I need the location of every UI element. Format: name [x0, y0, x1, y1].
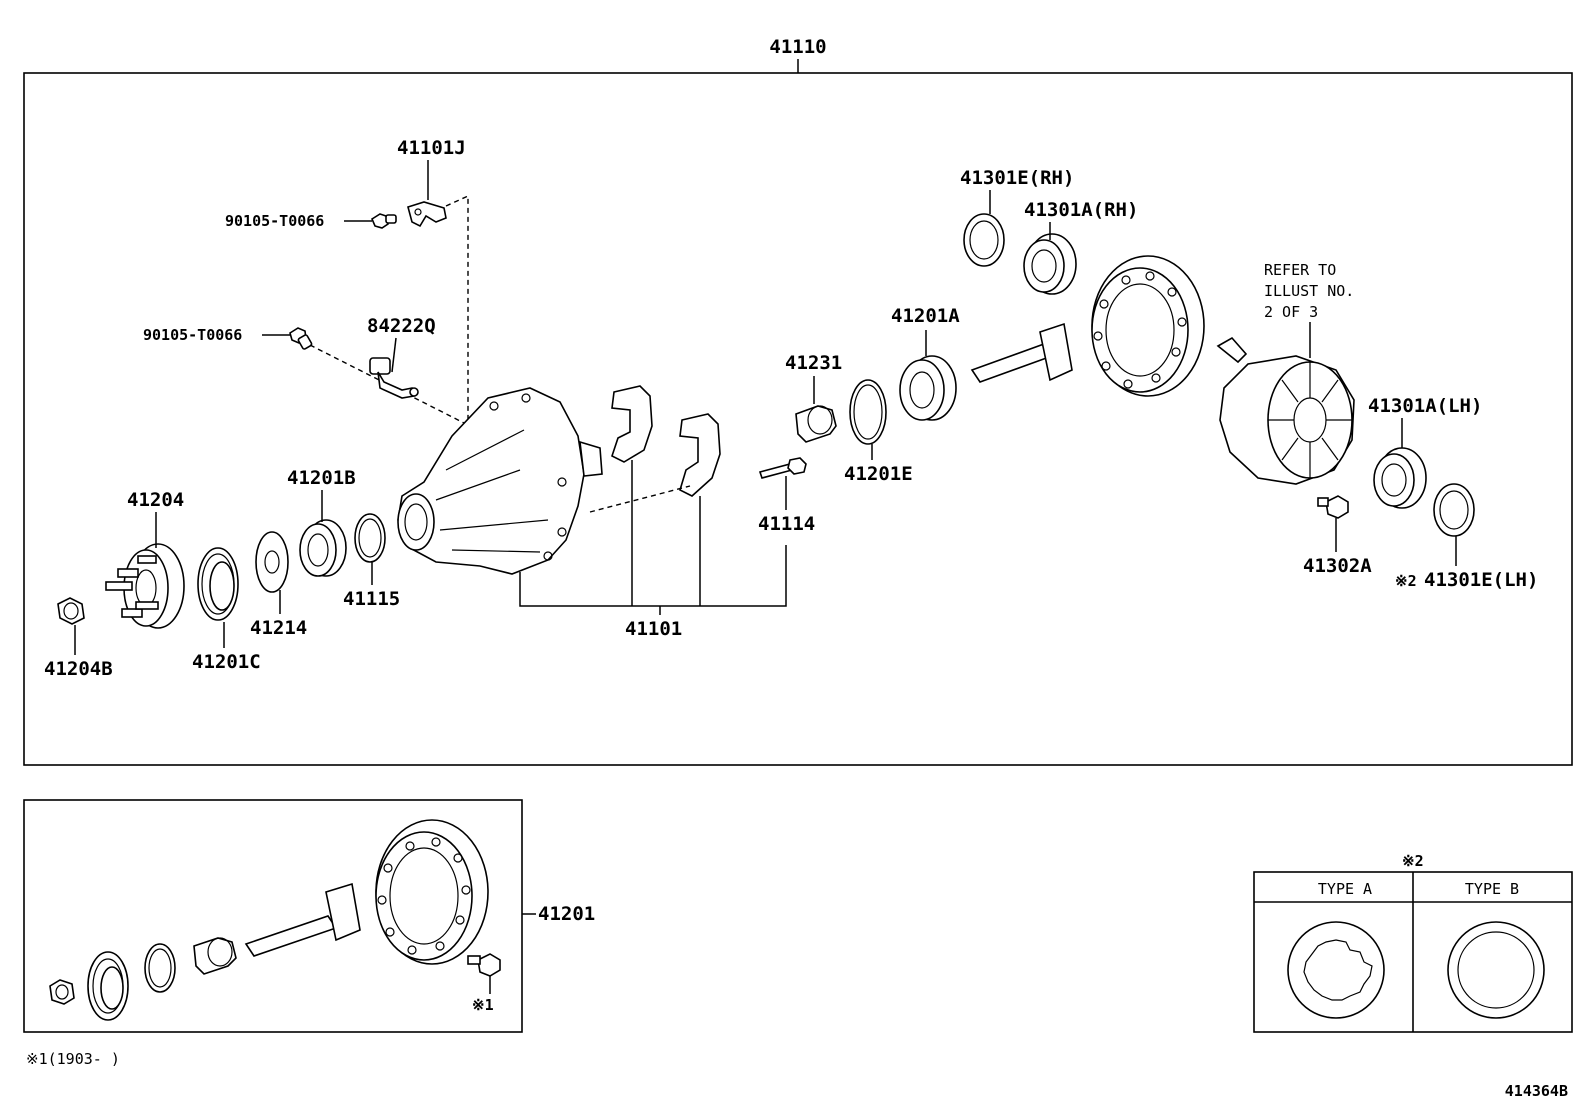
label-refer-line2: ILLUST NO. [1264, 282, 1354, 300]
label-sensor[interactable]: 84222Q [367, 315, 436, 337]
figure-id: 414364B [1505, 1082, 1568, 1099]
label-nut[interactable]: 41204B [44, 658, 113, 680]
bearing-icon[interactable] [899, 355, 957, 421]
label-bolt-lower[interactable]: 90105-T0066 [143, 326, 242, 344]
shim-ring-icon[interactable] [354, 513, 386, 563]
label-adjuster-lh[interactable]: 41301E(LH) [1424, 569, 1538, 591]
label-side-bearing-rh[interactable]: 41301A(RH) [1024, 199, 1138, 221]
differential-case-icon[interactable] [1216, 336, 1355, 485]
shim-ring-icon[interactable] [849, 379, 887, 445]
bolt-icon[interactable] [758, 457, 807, 479]
bearing-cap-icon[interactable] [679, 413, 721, 497]
label-bearing-b[interactable]: 41201B [287, 467, 356, 489]
label-pinion-bearing-rh-outer[interactable]: 41301E(RH) [960, 167, 1074, 189]
adjusting-nut-icon[interactable] [1433, 483, 1475, 537]
bolt-icon[interactable] [289, 327, 313, 350]
label-side-bearing-lh[interactable]: 41301A(LH) [1368, 395, 1482, 417]
label-note1-mark: ※1 [472, 996, 494, 1014]
label-washer-e[interactable]: 41201E [844, 463, 913, 485]
label-note2-table: ※2 [1402, 852, 1424, 870]
spacer-icon[interactable] [193, 937, 237, 975]
spacer-icon[interactable] [795, 405, 837, 443]
sensor-bracket-icon[interactable] [407, 201, 447, 228]
oil-seal-icon[interactable] [87, 951, 129, 1021]
shim-ring-icon[interactable] [144, 943, 176, 993]
ring-gear-pinion-icon[interactable] [970, 255, 1205, 397]
bolt-icon[interactable] [467, 953, 501, 977]
label-ring-bolt[interactable]: 41302A [1303, 555, 1372, 577]
adjusting-nut-icon[interactable] [963, 213, 1005, 267]
footnote: ※1(1903- ) [26, 1050, 120, 1068]
label-assembly[interactable]: 41110 [769, 36, 826, 58]
ring-gear-pinion-icon[interactable] [244, 819, 489, 965]
label-carrier[interactable]: 41101 [625, 618, 682, 640]
bolt-icon[interactable] [370, 213, 397, 229]
label-sensor-bracket[interactable]: 41101J [397, 137, 466, 159]
type-table [1253, 871, 1573, 1033]
label-spacer[interactable]: 41231 [785, 352, 842, 374]
label-washer[interactable]: 41214 [250, 617, 307, 639]
bearing-icon[interactable] [1023, 233, 1077, 295]
label-cap-bolt[interactable]: 41114 [758, 513, 815, 535]
bearing-cap-icon[interactable] [611, 385, 653, 463]
speed-sensor-icon[interactable] [369, 357, 419, 399]
adjusting-nut-icon[interactable] [1287, 921, 1385, 1019]
label-note2-inline: ※2 [1395, 572, 1417, 590]
label-refer-line1: REFER TO [1264, 261, 1336, 279]
label-bearing-a[interactable]: 41201A [891, 305, 960, 327]
bearing-icon[interactable] [299, 519, 347, 577]
label-refer-line3: 2 OF 3 [1264, 303, 1318, 321]
label-oil-seal[interactable]: 41201C [192, 651, 261, 673]
bolt-icon[interactable] [1317, 495, 1349, 519]
washer-icon[interactable] [255, 531, 289, 593]
label-gear-set[interactable]: 41201 [538, 903, 595, 925]
label-type-b: TYPE B [1465, 880, 1519, 898]
adjusting-nut-icon[interactable] [1447, 921, 1545, 1019]
label-shim[interactable]: 41115 [343, 588, 400, 610]
flange-nut-icon[interactable] [49, 979, 75, 1005]
label-bolt-upper[interactable]: 90105-T0066 [225, 212, 324, 230]
bearing-icon[interactable] [1373, 447, 1427, 509]
label-flange[interactable]: 41204 [127, 489, 184, 511]
flange-nut-icon[interactable] [57, 597, 85, 625]
oil-seal-icon[interactable] [197, 547, 239, 621]
companion-flange-icon[interactable] [105, 543, 185, 629]
gear-set-frame [23, 799, 523, 1033]
label-type-a: TYPE A [1318, 880, 1372, 898]
carrier-housing-icon[interactable] [397, 387, 603, 575]
